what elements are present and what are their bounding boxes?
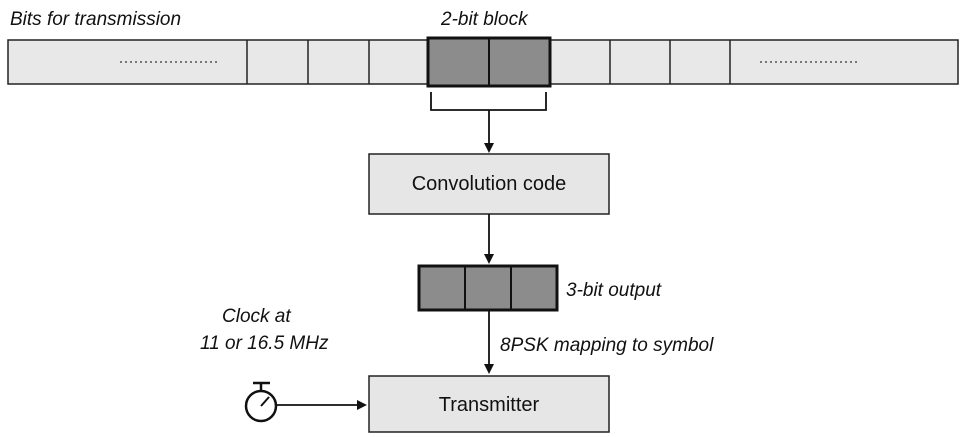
three-bit-output <box>417 264 559 312</box>
two-bit-block <box>426 36 552 88</box>
mapping-label: 8PSK mapping to symbol <box>500 335 714 356</box>
three-bit-output-outline <box>417 264 559 312</box>
convolution-box <box>368 153 610 215</box>
stopwatch-icon <box>244 381 278 423</box>
two-bit-block-label: 2-bit block <box>441 9 528 30</box>
bits-for-transmission-label: Bits for transmission <box>10 9 182 30</box>
clock-label-line1: Clock at <box>222 306 291 327</box>
transmitter-box-label: Transmitter <box>438 394 540 416</box>
clock-label-line2: 11 or 16.5 MHz <box>200 333 329 354</box>
block-bracket <box>430 92 547 111</box>
three-bit-output-label: 3-bit output <box>566 280 662 301</box>
convolution-box-label: Convolution code <box>411 173 567 195</box>
transmitter-box <box>368 375 610 433</box>
